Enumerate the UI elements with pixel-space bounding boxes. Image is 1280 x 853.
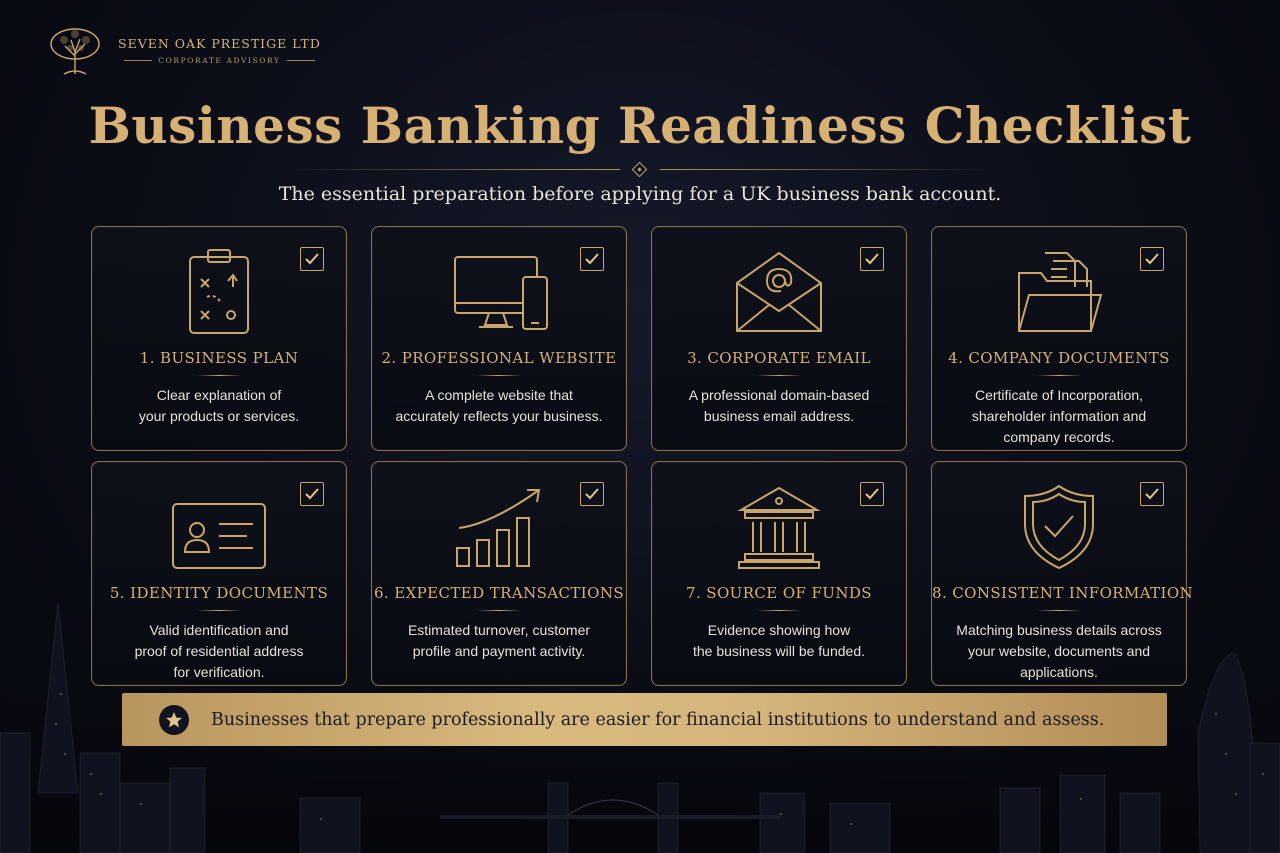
brand-tagline: CORPORATE ADVISORY (158, 55, 281, 65)
envelope-at-icon (736, 251, 822, 332)
card-title: 5. IDENTITY DOCUMENTS (109, 584, 329, 602)
checkmark-icon (305, 253, 319, 265)
banner-text: Businesses that prepare professionally a… (211, 709, 1105, 730)
brand-name: SEVEN OAK PRESTIGE LTD (118, 35, 321, 51)
card-title: 2. PROFESSIONAL WEBSITE (381, 349, 617, 367)
folder-documents-icon (1018, 252, 1103, 332)
checkmark-icon (1145, 488, 1159, 500)
card-description: Certificate of Incorporation,shareholder… (971, 387, 1147, 445)
checklist-card-professional-website: 2. PROFESSIONAL WEBSITE A complete websi… (371, 226, 627, 451)
checklist-card-expected-transactions: 6. EXPECTED TRANSACTIONS Estimated turno… (371, 461, 627, 686)
clipboard-plan-icon (189, 249, 249, 334)
id-card-icon (172, 503, 266, 569)
checklist-card-corporate-email: 3. CORPORATE EMAIL A professional domain… (651, 226, 907, 451)
checkmark-icon (1145, 253, 1159, 265)
checkmark-icon (585, 488, 599, 500)
checkbox[interactable] (1140, 247, 1164, 271)
info-banner: Businesses that prepare professionally a… (122, 693, 1167, 746)
card-title: 1. BUSINESS PLAN (139, 349, 299, 367)
shield-check-icon (1024, 484, 1094, 570)
checkmark-icon (305, 488, 319, 500)
card-title: 6. EXPECTED TRANSACTIONS (373, 584, 625, 602)
checklist-card-company-documents: 4. COMPANY DOCUMENTS Certificate of Inco… (931, 226, 1187, 451)
checkmark-icon (865, 488, 879, 500)
bank-building-icon (737, 486, 821, 569)
card-title: 4. COMPANY DOCUMENTS (948, 349, 1170, 367)
checkmark-icon (585, 253, 599, 265)
brand: SEVEN OAK PRESTIGE LTD CORPORATE ADVISOR… (46, 24, 321, 76)
checkmark-icon (865, 253, 879, 265)
card-title: 3. CORPORATE EMAIL (687, 349, 871, 367)
card-title: 7. SOURCE OF FUNDS (686, 584, 872, 602)
title-divider (290, 161, 990, 178)
checklist-card-consistent-information: 8. CONSISTENT INFORMATION Matching busin… (931, 461, 1194, 686)
page-title: Business Banking Readiness Checklist (88, 96, 1192, 155)
checkbox[interactable] (580, 247, 604, 271)
checkbox[interactable] (300, 247, 324, 271)
growth-chart-icon (456, 489, 541, 567)
checkbox[interactable] (860, 247, 884, 271)
checkbox[interactable] (580, 482, 604, 506)
oak-tree-icon (50, 28, 100, 75)
card-title: 8. CONSISTENT INFORMATION (932, 584, 1194, 602)
monitor-mobile-icon (454, 256, 548, 330)
page-subtitle: The essential preparation before applyin… (278, 183, 1002, 205)
checkbox[interactable] (300, 482, 324, 506)
star-icon (159, 704, 189, 735)
checkbox[interactable] (860, 482, 884, 506)
checklist-card-identity-documents: 5. IDENTITY DOCUMENTS Valid identificati… (91, 461, 347, 686)
checkbox[interactable] (1140, 482, 1164, 506)
